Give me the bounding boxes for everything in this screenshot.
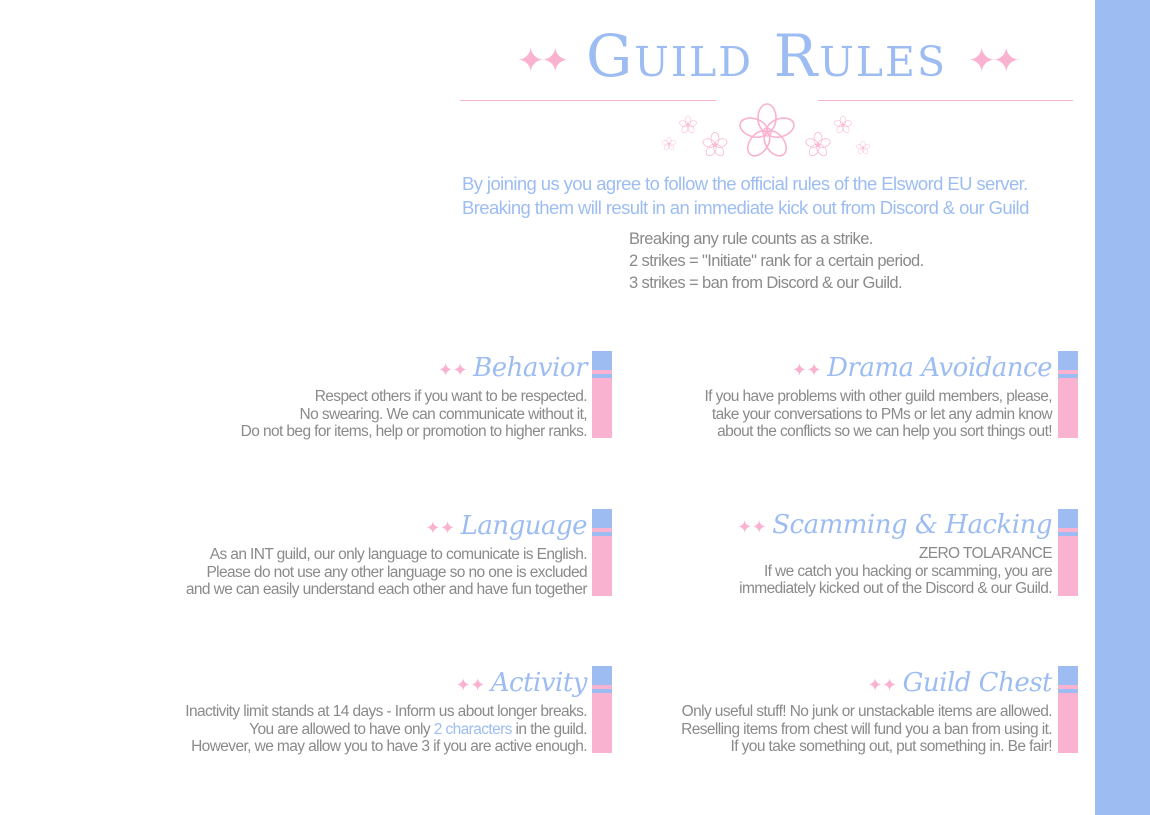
sparkle-icon: ✦✦ — [967, 40, 1020, 81]
section-bar — [1058, 666, 1078, 753]
section-scamming-hacking: ✦✦Scamming & Hacking ZERO TOLARANCE If w… — [592, 508, 1053, 598]
section-title: Activity — [490, 668, 588, 698]
sparkle-icon: ✦✦ — [455, 675, 486, 696]
section-bar — [1058, 351, 1078, 438]
section-line: Only useful stuff! No junk or unstackabl… — [681, 703, 1053, 720]
strikes-text: Breaking any rule counts as a strike. 2 … — [629, 228, 924, 294]
section-line: Inactivity limit stands at 14 days - Inf… — [185, 703, 587, 720]
section-line: No swearing. We can communicate without … — [299, 405, 588, 423]
section-activity: ✦✦Activity Inactivity limit stands at 14… — [127, 666, 587, 756]
sparkle-icon: ✦✦ — [516, 40, 570, 81]
section-line: As an INT guild, our only language to co… — [209, 546, 588, 563]
section-line: Please do not use any other language so … — [206, 563, 587, 581]
section-line: However, we may allow you to have 3 if y… — [191, 738, 588, 755]
title-text: Guild Rules — [585, 22, 948, 90]
section-line: about the conflicts so we can help you s… — [717, 423, 1053, 440]
section-line: If you take something out, put something… — [730, 738, 1053, 755]
strike-line: Breaking any rule counts as a strike. — [629, 230, 873, 248]
divider-left — [460, 100, 716, 101]
strike-line: 2 strikes = "Initiate" rank for a certai… — [629, 252, 924, 270]
section-line: take your conversations to PMs or let an… — [711, 405, 1053, 423]
section-bar — [592, 509, 612, 596]
section-line: Respect others if you want to be respect… — [314, 388, 588, 405]
page-title: ✦✦ Guild Rules ✦✦ — [460, 22, 1073, 90]
flower-icon — [739, 103, 795, 157]
intro-line: Breaking them will result in an immediat… — [462, 197, 1029, 218]
side-strip — [1095, 0, 1150, 815]
flowers-decoration — [661, 103, 871, 158]
intro-line: By joining us you agree to follow the of… — [462, 173, 1028, 194]
section-line: ZERO TOLARANCE — [918, 545, 1053, 562]
section-title: Guild Chest — [902, 668, 1053, 698]
strike-line: 3 strikes = ban from Discord & our Guild… — [629, 274, 903, 292]
text: You are allowed to have only — [249, 720, 434, 738]
section-line: You are allowed to have only 2 character… — [127, 721, 587, 739]
section-guild-chest: ✦✦Guild Chest Only useful stuff! No junk… — [592, 666, 1052, 756]
section-title: Drama Avoidance — [827, 353, 1052, 383]
section-bar — [1058, 509, 1078, 596]
section-bar — [592, 666, 612, 753]
section-title: Scamming & Hacking — [772, 510, 1052, 540]
highlight-text: 2 characters — [433, 720, 513, 738]
section-line: immediately kicked out of the Discord & … — [739, 580, 1052, 597]
sparkle-icon: ✦✦ — [438, 360, 468, 381]
section-line: Reselling items from chest will fund you… — [681, 720, 1052, 738]
divider-right — [818, 100, 1073, 101]
section-title: Behavior — [473, 353, 587, 383]
section-line: If we catch you hacking or scamming, you… — [763, 562, 1053, 580]
sparkle-icon: ✦✦ — [737, 517, 767, 538]
intro-text: By joining us you agree to follow the of… — [462, 172, 1029, 220]
section-bar — [592, 351, 612, 438]
section-language: ✦✦Language As an INT guild, our only lan… — [127, 509, 588, 599]
text: in the guild. — [511, 720, 588, 738]
sparkle-icon: ✦✦ — [867, 675, 897, 696]
section-line: and we can easily understand each other … — [185, 581, 588, 598]
section-line: If you have problems with other guild me… — [704, 388, 1052, 405]
section-drama-avoidance: ✦✦Drama Avoidance If you have problems w… — [592, 351, 1052, 441]
section-behavior: ✦✦Behavior Respect others if you want to… — [127, 351, 588, 441]
section-line: Do not beg for items, help or promotion … — [240, 423, 588, 440]
section-title: Language — [460, 511, 588, 541]
sparkle-icon: ✦✦ — [791, 360, 822, 381]
sparkle-icon: ✦✦ — [425, 518, 455, 539]
